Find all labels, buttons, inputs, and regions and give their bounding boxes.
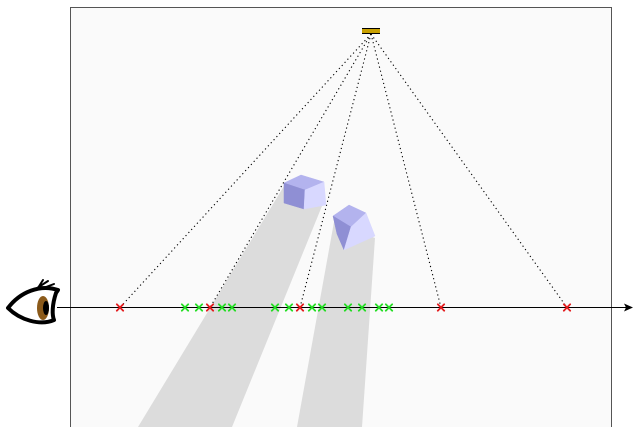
eye-pupil xyxy=(43,301,49,315)
eye-outline xyxy=(6,286,60,325)
blocked-sample-marker-4 xyxy=(436,303,446,312)
cube-2-shadow xyxy=(297,222,375,427)
light-ray-1 xyxy=(119,33,372,308)
light-source-icon xyxy=(362,28,380,34)
lit-sample-marker-6 xyxy=(284,303,294,312)
cube-2-side-face xyxy=(343,212,376,251)
lit-sample-marker-11 xyxy=(374,303,384,312)
sample-markers xyxy=(115,303,572,312)
lit-sample-marker-12 xyxy=(384,303,394,312)
cube-1 xyxy=(283,174,327,210)
lit-sample-marker-9 xyxy=(343,303,353,312)
light-ray-3 xyxy=(299,33,372,308)
blocked-sample-marker-2 xyxy=(205,303,215,312)
eye-icon xyxy=(6,279,60,325)
lit-sample-marker-7 xyxy=(307,303,317,312)
blocked-sample-marker-1 xyxy=(115,303,125,312)
light-rays xyxy=(119,33,568,308)
lit-sample-marker-3 xyxy=(217,303,227,312)
light-source-body xyxy=(362,29,380,33)
lit-sample-marker-8 xyxy=(317,303,327,312)
light-ray-5 xyxy=(370,33,568,308)
cube-2 xyxy=(332,204,376,251)
blocked-sample-marker-5 xyxy=(562,303,572,312)
lit-sample-marker-10 xyxy=(357,303,367,312)
light-ray-4 xyxy=(370,33,442,308)
lit-sample-marker-2 xyxy=(194,303,204,312)
lit-sample-marker-1 xyxy=(180,303,190,312)
view-axis-arrowhead xyxy=(624,303,633,312)
cube-1-side-face xyxy=(303,181,327,210)
lit-sample-marker-5 xyxy=(270,303,280,312)
blocked-sample-marker-3 xyxy=(295,303,305,312)
lit-sample-marker-4 xyxy=(227,303,237,312)
